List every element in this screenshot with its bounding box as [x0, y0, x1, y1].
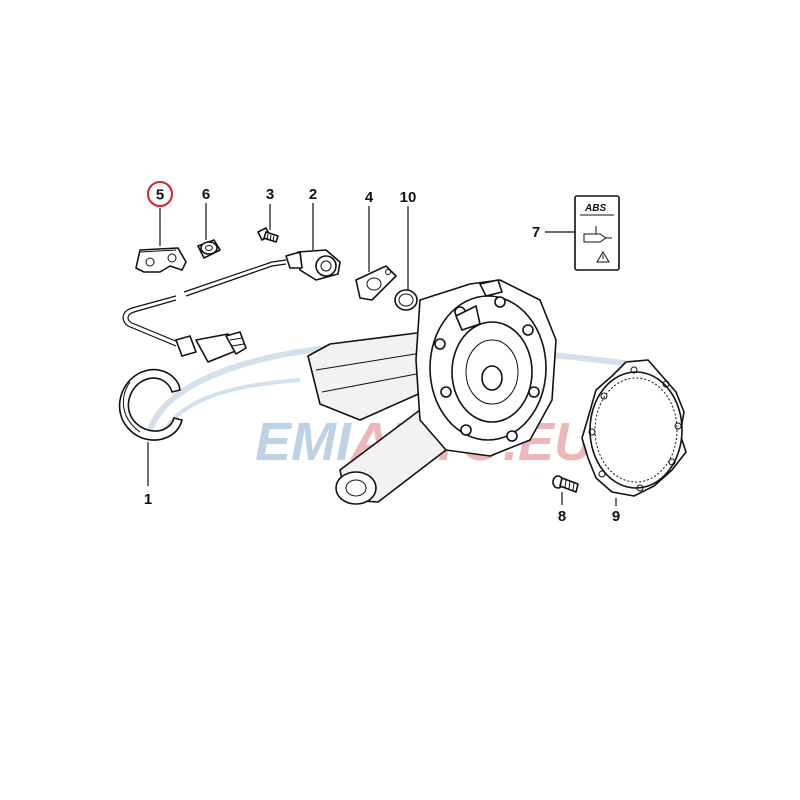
part-8-screw [552, 475, 579, 493]
callout-5[interactable]: 5 [156, 187, 164, 204]
part-10-o-ring [394, 289, 418, 311]
callout-2[interactable]: 2 [309, 186, 317, 203]
part-6-grommet [197, 239, 221, 259]
differential-housing [307, 279, 557, 505]
callout-4[interactable]: 4 [365, 189, 374, 206]
callouts: 5 6 3 2 4 10 7 1 8 9 [144, 181, 620, 525]
callout-3[interactable]: 3 [266, 186, 274, 203]
part-3-screw [257, 227, 279, 243]
callout-8[interactable]: 8 [558, 508, 566, 525]
callout-1[interactable]: 1 [144, 491, 152, 508]
callout-6[interactable]: 6 [202, 186, 210, 203]
part-9-impulse-ring [581, 359, 687, 497]
leader-lines [147, 203, 617, 506]
abs-label-text: ABS [584, 203, 606, 214]
callout-7[interactable]: 7 [532, 224, 540, 241]
part-2-sensor [285, 249, 341, 281]
callout-5-highlight-circle [147, 181, 173, 207]
part-1-clamp-ring [118, 368, 183, 441]
callout-9[interactable]: 9 [612, 508, 620, 525]
sensor-cable [122, 259, 287, 363]
part-4-gasket [355, 265, 397, 301]
callout-10[interactable]: 10 [400, 189, 417, 206]
part-7-abs-label: ABS [574, 195, 620, 271]
part-5-bracket [135, 247, 187, 273]
